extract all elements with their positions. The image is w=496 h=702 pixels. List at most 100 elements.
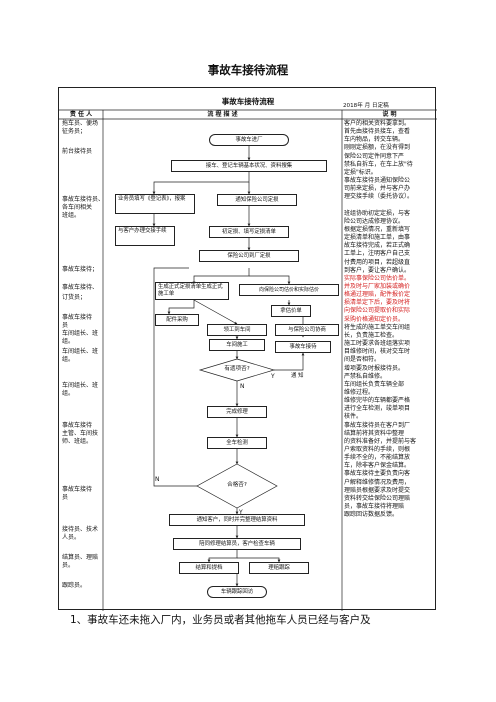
header-flow: 流 程 描 述	[207, 111, 238, 118]
flow-negotiate-insurer: 与保险公司协商	[275, 324, 339, 336]
flow-customer-handover: 与客户办理交接手续	[115, 226, 175, 246]
role-line: 车间组长、班	[62, 330, 99, 337]
flow-to-workshop: 领工到车间	[207, 324, 267, 336]
note-line: 严禁私自维修。	[344, 372, 387, 380]
body-paragraph: 1、事故车还未拖入厂内，业务员或者其他拖车人员已经与客户及	[70, 614, 371, 626]
role-line: 员。	[62, 562, 75, 569]
note-line: 刚刚定损额，在没有得到	[344, 144, 411, 152]
note-line: 车内物品，转交车辆。	[344, 136, 405, 144]
role-line: 车间组长、班	[62, 348, 99, 355]
role-line: 事故车接待、	[62, 284, 99, 291]
sheet-title: 事故车接待流程	[221, 97, 275, 106]
note-line: 采购价格通知定价员。	[344, 315, 405, 323]
note-line: 损清单定下后，要及时将	[344, 299, 411, 307]
note-line: 长，负责施工检查。	[344, 331, 399, 339]
decision-diamonds	[196, 358, 278, 509]
role-line: 拖车员、便场	[62, 120, 99, 127]
note-line: 进行全车检测，竣单项目	[344, 405, 411, 413]
note-line: 户索取资料的手续，则根	[344, 446, 411, 453]
note-line: 并及时与厂家加装或确价	[344, 283, 411, 290]
role-line: 组。	[62, 338, 75, 345]
flow-repair-complete: 完成修理	[207, 406, 267, 418]
note-line: 户解释维修情况及费用，	[344, 478, 411, 486]
role-line: 组。	[62, 390, 75, 397]
decision-qualified-label: 合格否?	[227, 482, 247, 488]
note-line: 跟踪回访数据反馈。	[344, 511, 399, 519]
note-line: 格通过理赔，配件报价定	[344, 291, 411, 299]
flow-claim-tracking: 理赔跟踪	[249, 562, 309, 574]
header-note: 说 明	[382, 111, 397, 118]
note-line: 到客户，要让客户确认。	[344, 266, 411, 274]
flow-notify-insurer: 通知保险公司定损	[217, 194, 297, 206]
notify-label: 通 知	[291, 373, 304, 379]
decision-omission-label: 有遗项否?	[224, 366, 250, 372]
role-line: 征务员；	[62, 128, 87, 135]
role-line: 师、班组。	[62, 438, 93, 445]
note-line: 事故车接待员通知保险公	[344, 177, 411, 185]
note-line: 禁私自拆车，在车上放"待	[344, 160, 413, 168]
role-line: 结算员、理赔	[62, 554, 99, 561]
note-line: 维修过程。	[344, 388, 375, 396]
role-line: 事故车接待；	[62, 266, 99, 273]
flow-initial-assessment: 初定损、填写定损清单	[209, 226, 289, 238]
note-line: 事故车接待主要负责向客	[344, 470, 411, 478]
note-line: 资料转交给保险公司理赔	[344, 494, 411, 502]
flow-insurer-estimate: 向保险公司估价和实际估价	[239, 284, 339, 296]
note-line: 班组协助初定定损，与客	[344, 209, 411, 217]
note-line: 间是否相符。	[344, 356, 381, 364]
note-line: 核件。	[344, 413, 363, 421]
note-line: 维修完毕的车辆都要严格	[344, 397, 411, 405]
role-line: 跟踪员。	[62, 582, 87, 589]
note-line: 结算前将其资料中整理	[344, 429, 405, 437]
flow-insurer-onsite-assessment: 保险公司到厂定损	[199, 250, 299, 262]
flow-settlement: 结算和提档	[179, 562, 239, 574]
header-role: 责 任 人	[69, 111, 93, 118]
note-line: 车间组长负责车辆全部	[344, 380, 405, 388]
role-line: 主管、车间技	[62, 430, 99, 437]
note-line: 施工时要求各班组落实项	[344, 340, 411, 348]
sheet-date: 2018年 月 日定稿	[343, 103, 389, 109]
role-line: 接待员、技术	[62, 526, 99, 533]
note-line: 理赔员根据要求及时提交	[344, 486, 411, 494]
note-line: 定损清单和施工单，由事	[344, 234, 411, 242]
note-line: 员，事故车接待将理赔	[344, 503, 405, 511]
sheet-grid	[59, 109, 437, 611]
flow-workshop-repair: 车间施工	[209, 339, 265, 351]
role-line: 员	[62, 322, 69, 329]
role-line: 事故车接待	[62, 422, 93, 429]
yes-label: Y	[271, 373, 275, 380]
note-line: 首先由接待员接车，查看	[344, 128, 411, 136]
note-line: 实际事保险公司估价单。	[344, 274, 411, 282]
flow-fill-form-report: 业务员填写《登记表》，报案	[115, 194, 195, 214]
process-sheet: 事故车接待流程 2018年 月 日定稿 责 任 人 流 程 描 述 说 明 拖车…	[58, 87, 437, 611]
note-line: 将生成的施工单交车间组	[344, 323, 411, 331]
decision-diamond-qualified	[196, 463, 278, 509]
flow-notify-customer: 通知客户，同时并完整理结算资料	[169, 514, 305, 526]
note-line: 客户的相关资料要拿到。	[344, 120, 411, 127]
note-line: 增项要及时报接待员。	[344, 364, 405, 372]
note-line: 根据定损情况，重新填写	[344, 225, 411, 233]
role-line: 订货员；	[62, 294, 87, 301]
note-line: 司前来定损，并与客户办	[344, 185, 411, 193]
flow-customer-vehicle-check: 陪同修理结算员，客户检查车辆	[173, 538, 301, 550]
role-line: 人员。	[62, 534, 81, 541]
flow-follow-up-visit: 车辆跟踪回访	[207, 586, 267, 598]
note-line: 目维修时间，核对交车时	[344, 348, 411, 356]
yes-label: Y	[239, 509, 243, 516]
page-title: 事故车接待流程	[207, 63, 289, 77]
role-line: 班组。	[62, 212, 81, 219]
flow-parts-purchase: 配件采购	[155, 314, 199, 326]
note-line: 的资料准备好，并提前与客	[344, 437, 417, 445]
flow-get-estimate: 拿估价单	[271, 305, 311, 317]
role-line: 事故车接待	[62, 314, 93, 321]
note-line: 付费用的项目，若超级直	[344, 258, 411, 266]
role-line: 车间组长、班	[62, 382, 99, 389]
role-line: 各车间相关	[62, 204, 93, 211]
decision-diamond-omission	[198, 358, 276, 382]
note-line: 保险公司定件同意下严	[344, 152, 405, 160]
note-line: 向保险公司提取价和实际	[344, 307, 411, 315]
flow-accident-reception: 事故车接待	[275, 341, 331, 353]
no-label: N	[240, 383, 245, 390]
role-line: 事故车接待	[62, 486, 93, 493]
note-line: 定损"标识。	[344, 168, 377, 176]
